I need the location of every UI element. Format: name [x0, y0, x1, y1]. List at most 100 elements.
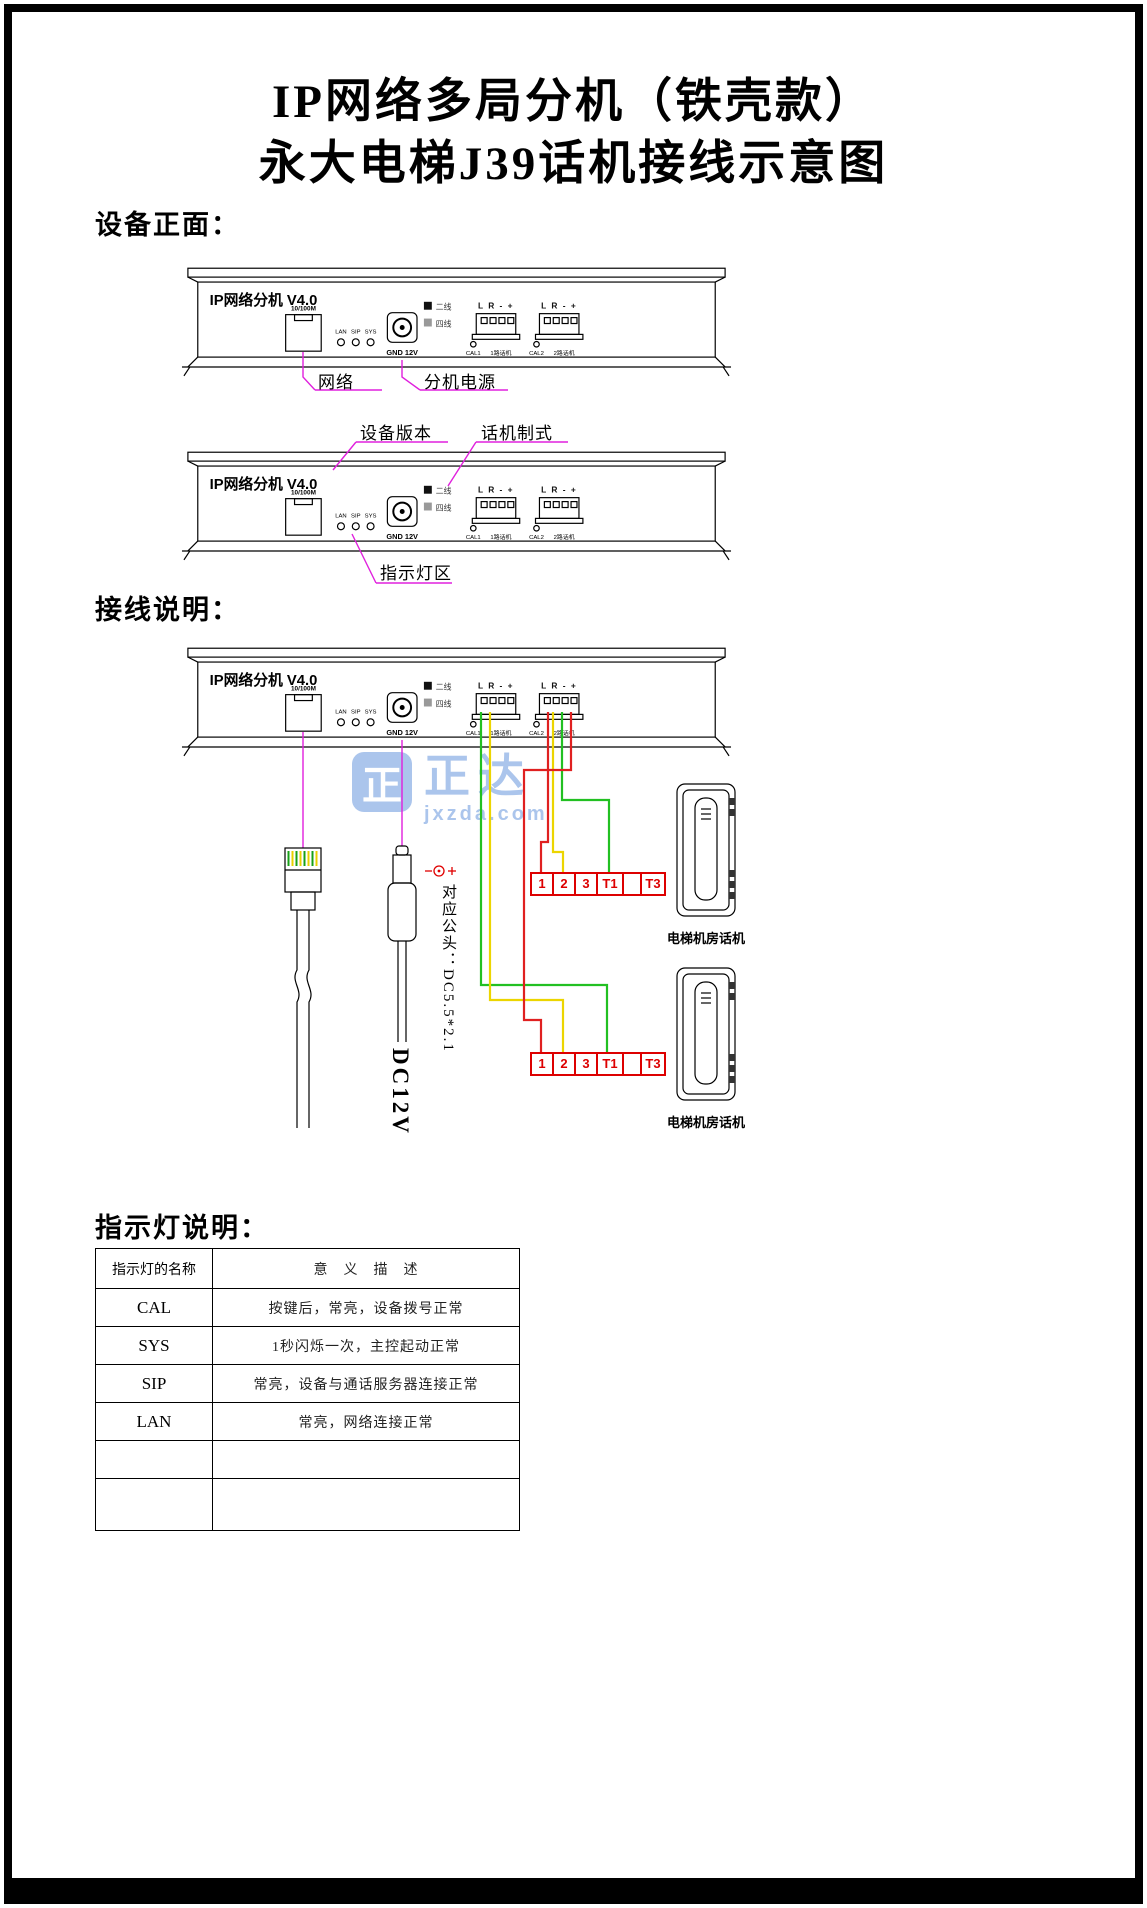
table-header-desc: 意 义 描 述	[212, 1248, 520, 1289]
led-desc: 常亮，网络连接正常	[212, 1402, 520, 1441]
phone-connector-1	[469, 497, 521, 532]
dc-plug-drawing	[387, 845, 417, 1042]
two-wire-label: 二线	[436, 682, 452, 692]
two-wire-swatch	[423, 681, 432, 690]
callout-power: 分机电源	[424, 373, 496, 392]
watermark-brand: 正达	[424, 751, 532, 802]
panel-outline	[181, 451, 732, 561]
rj45-plug-drawing	[284, 847, 322, 1128]
terminal-cell: T1	[596, 1054, 622, 1074]
panel-model-label: IP网络分机 V4.0	[210, 475, 318, 493]
dc12v-label: DC12V	[388, 1048, 413, 1136]
table-row: SIP 常亮，设备与通话服务器连接正常	[95, 1364, 520, 1403]
led-label-sip: SIP	[351, 709, 361, 715]
phone1-label: 1路话机	[490, 533, 511, 541]
led-name: CAL	[95, 1288, 213, 1327]
device-panel-1: IP网络分机 V4.0 10/100M LAN SIP SYS GND 12V …	[180, 266, 733, 385]
phone-connector-2	[533, 693, 584, 728]
ethernet-speed-label: 10/100M	[291, 686, 316, 693]
led-desc: 常亮，设备与通话服务器连接正常	[212, 1364, 520, 1403]
four-wire-label: 四线	[436, 318, 452, 328]
page-title-line2: 永大电梯J39话机接线示意图	[258, 138, 889, 190]
ethernet-speed-label: 10/100M	[291, 490, 316, 497]
terminal-cell: T3	[640, 1054, 664, 1074]
device-panel-drawing: IP网络分机 V4.0 10/100M LAN SIP SYS GND 12V …	[181, 451, 732, 561]
led-label-sys: SYS	[365, 513, 377, 519]
table-row: LAN 常亮，网络连接正常	[95, 1402, 520, 1441]
power-jack-label: GND 12V	[386, 532, 418, 541]
led-name: SIP	[95, 1364, 213, 1403]
device-panel-drawing: IP网络分机 V4.0 10/100M LAN SIP SYS GND 12V …	[181, 267, 732, 377]
ethernet-port	[285, 498, 322, 536]
dc-spec-note: 对应公头：DC5.5*2.1	[440, 884, 456, 1053]
ethernet-port	[285, 314, 322, 352]
phone-connector-2	[533, 313, 584, 348]
phone2-label: 2路话机	[554, 349, 575, 357]
table-row-empty	[95, 1478, 520, 1531]
terminal-cell: T1	[596, 874, 622, 894]
terminal-cell	[622, 874, 640, 894]
callout-phone-standard: 话机制式	[481, 424, 553, 443]
phone-label-1: 电梯机房话机	[666, 931, 745, 946]
phone-terminals	[729, 982, 735, 1083]
polarity-symbol	[425, 865, 456, 877]
terminal-cell: 2	[552, 874, 574, 894]
terminal-strip-1: 1 2 3 T1 T3	[530, 872, 666, 896]
cal2-label: CAL2	[529, 535, 544, 541]
phone-connector-2	[533, 497, 584, 532]
section-wiring: 接线说明：	[95, 595, 240, 625]
table-row: CAL 按键后，常亮，设备拨号正常	[95, 1288, 520, 1327]
watermark-domain: jxzda.com	[424, 802, 548, 825]
section-led-description: 指示灯说明：	[95, 1213, 269, 1243]
status-leds	[336, 338, 375, 347]
four-wire-swatch	[423, 698, 432, 707]
led-label-lan: LAN	[335, 329, 347, 335]
callout-lines-panel2	[332, 441, 568, 584]
led-description-table: 指示灯的名称 意 义 描 述 CAL 按键后，常亮，设备拨号正常 SYS 1秒闪…	[95, 1248, 520, 1531]
power-jack	[386, 692, 418, 723]
phone2-label: 2路话机	[554, 729, 575, 737]
led-label-lan: LAN	[335, 513, 347, 519]
two-wire-label: 二线	[436, 302, 452, 312]
four-wire-label: 四线	[436, 502, 452, 512]
four-wire-swatch	[423, 318, 432, 327]
led-desc: 按键后，常亮，设备拨号正常	[212, 1288, 520, 1327]
two-wire-label: 二线	[436, 486, 452, 496]
terminal-strip-2: 1 2 3 T1 T3	[530, 1052, 666, 1076]
watermark-text: 正达 jxzda.com	[424, 751, 548, 826]
callout-version: 设备版本	[360, 424, 432, 443]
cal1-label: CAL1	[466, 535, 481, 541]
phone1-label: 1路话机	[490, 349, 511, 357]
four-wire-swatch	[423, 502, 432, 511]
pin-labels-1: L R - +	[478, 485, 514, 495]
panel-model-label: IP网络分机 V4.0	[210, 291, 318, 309]
terminal-cell: 3	[574, 874, 596, 894]
phone1-label: 1路话机	[490, 729, 511, 737]
pin-labels-2: L R - +	[541, 485, 577, 495]
power-jack-label: GND 12V	[386, 348, 418, 357]
pin-labels-2: L R - +	[541, 681, 577, 691]
terminal-cell: T3	[640, 874, 664, 894]
page-title-line1: IP网络多局分机（铁壳款）	[272, 76, 875, 128]
watermark-logo-char: 正	[362, 763, 402, 808]
led-desc	[212, 1440, 520, 1479]
phone-wires	[479, 712, 611, 1052]
cal2-label: CAL2	[529, 731, 544, 737]
terminal-cell	[622, 1054, 640, 1074]
power-jack	[386, 496, 418, 527]
led-name	[95, 1440, 213, 1479]
led-label-lan: LAN	[335, 709, 347, 715]
phone-connector-1	[469, 313, 521, 348]
led-label-sys: SYS	[365, 329, 377, 335]
led-desc	[212, 1478, 520, 1531]
four-wire-label: 四线	[436, 698, 452, 708]
callout-network: 网络	[318, 373, 354, 392]
phone-connector-1	[469, 693, 521, 728]
two-wire-swatch	[423, 485, 432, 494]
device-panel-3: IP网络分机 V4.0 10/100M LAN SIP SYS GND 12V …	[180, 646, 733, 765]
led-label-sip: SIP	[351, 513, 361, 519]
device-panel-drawing: IP网络分机 V4.0 10/100M LAN SIP SYS GND 12V …	[181, 647, 732, 757]
machine-room-phone-1	[676, 783, 736, 917]
device-panel-2: IP网络分机 V4.0 10/100M LAN SIP SYS GND 12V …	[180, 450, 733, 569]
